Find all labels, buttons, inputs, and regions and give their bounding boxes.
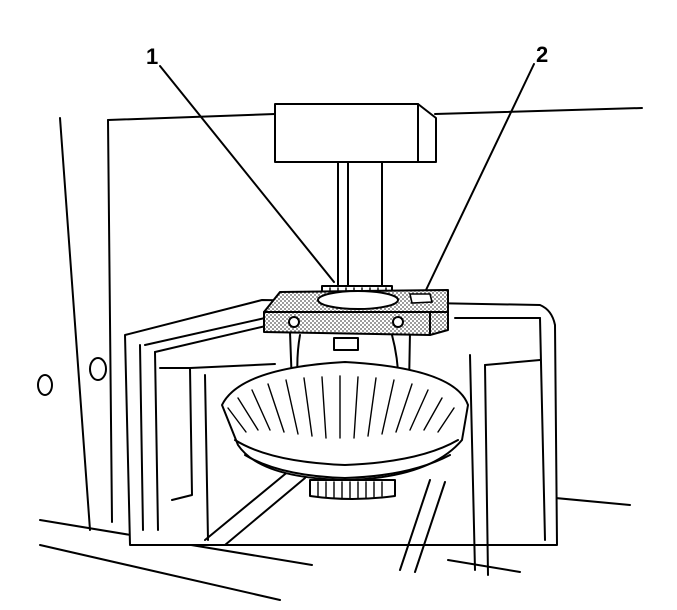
callout-1: 1 [146, 44, 158, 69]
ring-gear [221, 361, 469, 481]
frame-hole [37, 357, 107, 396]
leader-line-1 [159, 65, 335, 283]
puller-plate [263, 289, 449, 336]
lower-bearing [309, 479, 396, 500]
callout-2: 2 [536, 42, 548, 67]
leader-lines [159, 63, 535, 291]
leader-line-2 [425, 63, 535, 291]
press-ram [274, 103, 437, 288]
